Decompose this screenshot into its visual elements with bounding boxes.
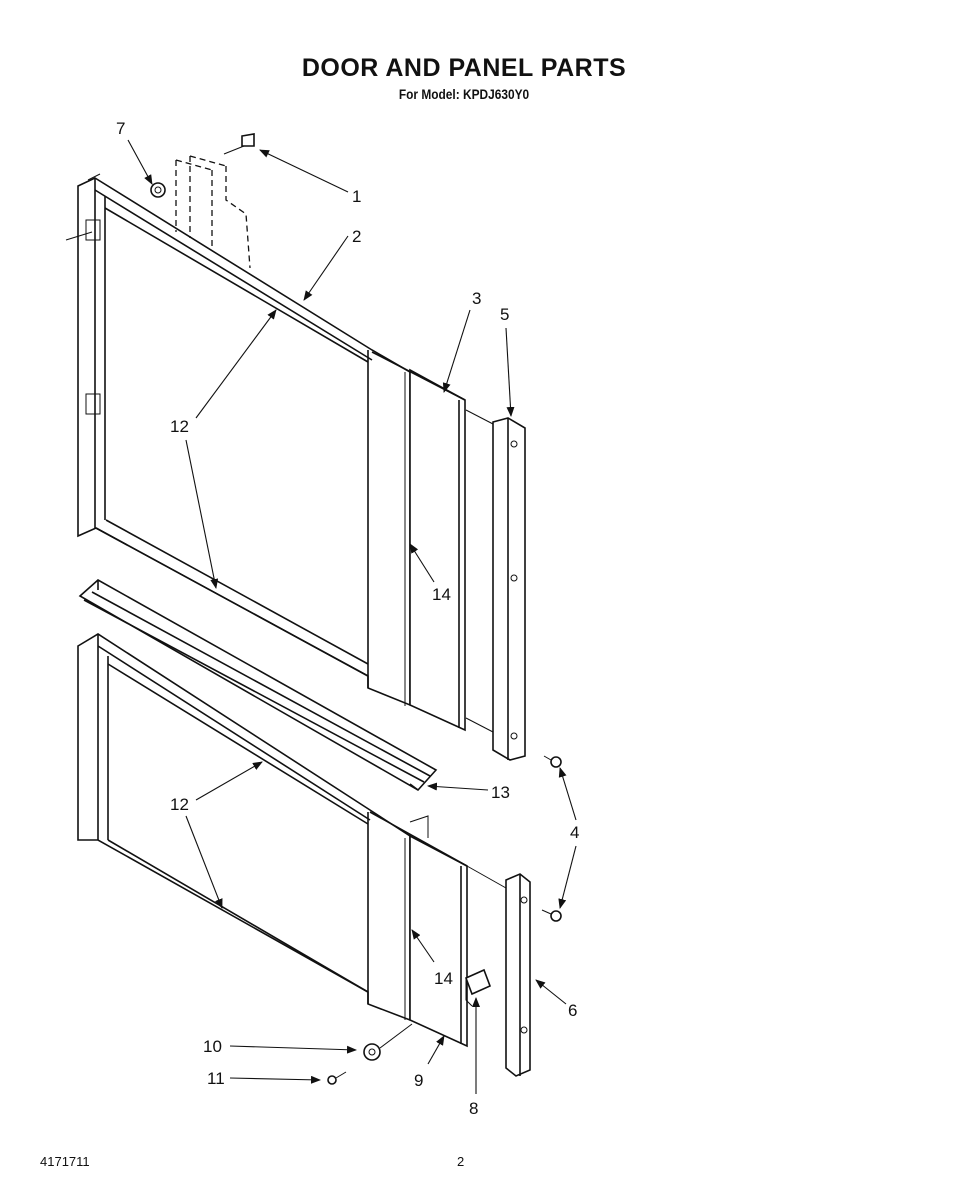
callout-10: 10: [203, 1037, 222, 1056]
callout-6: 6: [568, 1001, 577, 1020]
callout-12-lower: 12: [170, 795, 189, 814]
callout-4: 4: [570, 823, 579, 842]
callout-13: 13: [491, 783, 510, 802]
callout-14-lower: 14: [434, 969, 453, 988]
callout-14-upper: 14: [432, 585, 451, 604]
callout-labels: 1 2 3 4 5 6 7 8 9 10 11 12 12 13 14 14: [116, 119, 579, 1118]
callout-11: 11: [207, 1069, 225, 1088]
callout-5: 5: [500, 305, 509, 324]
lower-panel: [369, 811, 468, 1048]
upper-door-frame: [77, 173, 411, 707]
callout-1: 1: [352, 187, 361, 206]
callout-leaders: [65, 139, 577, 1094]
callout-7: 7: [116, 119, 125, 138]
page-title: DOOR AND PANEL PARTS: [301, 54, 627, 82]
hinge-bracket-dashed: [175, 155, 251, 269]
callout-2: 2: [352, 227, 361, 246]
lower-door-frame: [77, 633, 411, 1022]
page-number: 2: [457, 1154, 465, 1169]
callout-9: 9: [414, 1071, 423, 1090]
lower-trim-strip: [466, 865, 531, 1077]
callout-12-upper: 12: [170, 417, 189, 436]
bracket-part: [464, 968, 492, 1007]
callout-8: 8: [469, 1099, 478, 1118]
model-subtitle: For Model: KPDJ630Y0: [398, 86, 530, 102]
hardware: [150, 133, 562, 1085]
upper-trim-strip: [465, 409, 526, 761]
divider-trim: [78, 579, 438, 792]
callout-3: 3: [472, 289, 481, 308]
document-number: 4171711: [40, 1154, 90, 1169]
